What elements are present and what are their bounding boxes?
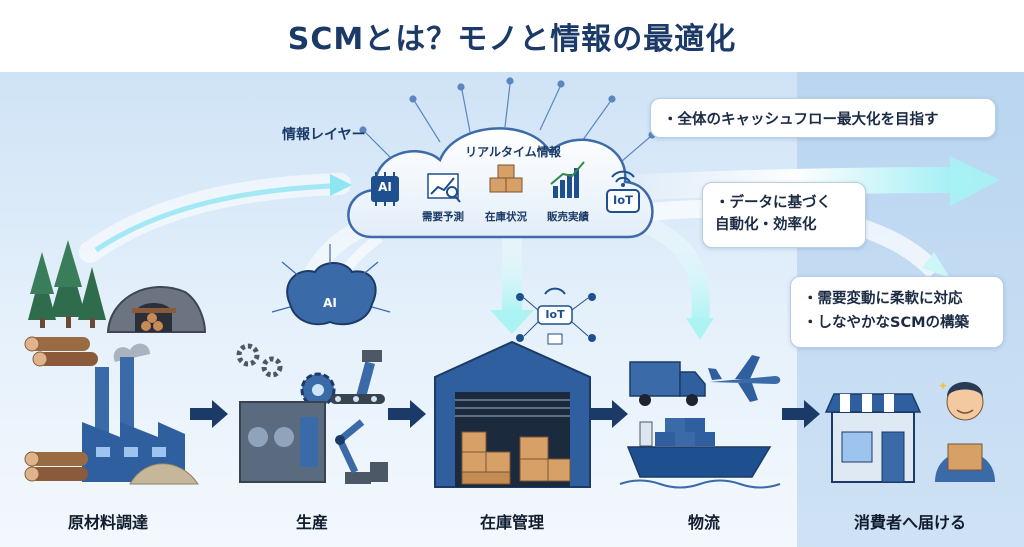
stage-arrows (190, 400, 820, 428)
inventory-caption: 在庫状況 (485, 211, 527, 223)
factory-icon (82, 343, 185, 482)
gear-icon (236, 343, 336, 408)
info-layer-label: 情報レイヤー (282, 127, 366, 143)
demand-forecast-icon (427, 173, 461, 203)
scm-scene: ✦ 情報レイヤー リアルタイム情報 AI IoT 需要予測 在庫状況 販売実績 … (0, 72, 1024, 547)
ai-chip-label: AI (378, 180, 392, 194)
airplane-icon (708, 355, 781, 402)
sales-chart-icon (550, 161, 585, 198)
truck-icon (629, 361, 706, 406)
tree-icon (28, 240, 106, 328)
callout-automation: ・データに基づく 自動化・効率化 (702, 182, 866, 248)
title-band: SCMとは？モノと情報の最適化 (0, 0, 1024, 72)
illustration-layer: ✦ (24, 77, 1000, 489)
iot-wifi-icon (606, 170, 640, 213)
callout-line: ・データに基づく (715, 195, 831, 211)
iot-network-icon (516, 287, 596, 345)
page-title: SCMとは？モノと情報の最適化 (287, 22, 737, 57)
info-flow-streams (79, 156, 1000, 340)
network-lines (359, 77, 656, 168)
cargo-ship-icon (619, 418, 781, 489)
inventory-box-icon (489, 164, 523, 193)
warehouse-iot-label: IoT (545, 308, 565, 321)
robot-arm-icon (335, 350, 382, 484)
iot-label: IoT (612, 193, 634, 207)
log-pile-icon (24, 336, 98, 367)
conveyor-icon (239, 394, 388, 483)
sales-caption: 販売実績 (547, 211, 589, 223)
stage-label-production: 生産 (295, 513, 328, 532)
cloud-title: リアルタイム情報 (465, 145, 561, 159)
stage-label-procurement: 原材料調達 (67, 513, 148, 532)
storefront-icon (824, 393, 922, 483)
svg-text:✦: ✦ (938, 379, 948, 393)
gravel-pile-icon (129, 463, 199, 485)
stage-label-logistics: 物流 (687, 513, 720, 532)
callout-cashflow: ・全体のキャッシュフロー最大化を目指す (650, 98, 996, 138)
callout-resilience: ・需要変動に柔軟に対応 ・しなやかなSCMの構築 (790, 276, 1004, 348)
mine-icon (106, 286, 207, 333)
log-stack-small (24, 451, 88, 482)
demand-forecast-caption: 需要予測 (422, 211, 464, 223)
ai-chip-icon (371, 172, 399, 206)
stage-label-inventory: 在庫管理 (479, 513, 544, 532)
callout-line: 自動化・効率化 (715, 217, 817, 233)
callout-line: ・しなやかなSCMの構築 (803, 315, 970, 331)
callout-line: ・全体のキャッシュフロー最大化を目指す (663, 112, 939, 128)
ai-brain-icon (271, 244, 391, 326)
box-stack-icon (461, 431, 571, 485)
stage-label-consumer: 消費者へ届ける (853, 513, 966, 532)
person-with-package-icon: ✦ (935, 379, 995, 482)
callout-line: ・需要変動に柔軟に対応 (803, 291, 963, 307)
brain-ai-label: AI (323, 296, 337, 310)
